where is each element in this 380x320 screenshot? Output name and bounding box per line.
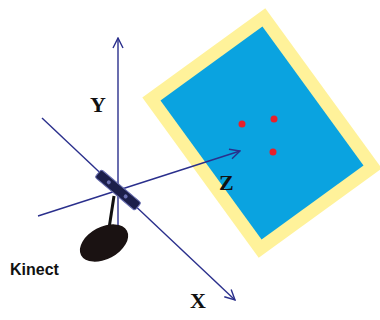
kinect-sensor bbox=[74, 169, 142, 269]
axis-label: Z bbox=[219, 172, 234, 194]
y-axis bbox=[117, 38, 118, 232]
marker-dot bbox=[270, 149, 277, 156]
sensor-bar bbox=[95, 169, 141, 210]
marker-dot bbox=[271, 116, 278, 123]
target-board bbox=[142, 8, 380, 258]
sensor-lens bbox=[123, 194, 129, 200]
device-label: Kinect bbox=[10, 262, 59, 278]
sensor-lens bbox=[106, 179, 112, 185]
board-frame bbox=[142, 8, 380, 258]
axis-label: X bbox=[190, 290, 206, 312]
marker-dot bbox=[239, 121, 246, 128]
sensor-base bbox=[74, 217, 135, 270]
z-axis bbox=[38, 151, 240, 216]
board-surface bbox=[160, 26, 363, 239]
axis-label: Y bbox=[90, 94, 106, 116]
x-axis bbox=[42, 118, 235, 300]
